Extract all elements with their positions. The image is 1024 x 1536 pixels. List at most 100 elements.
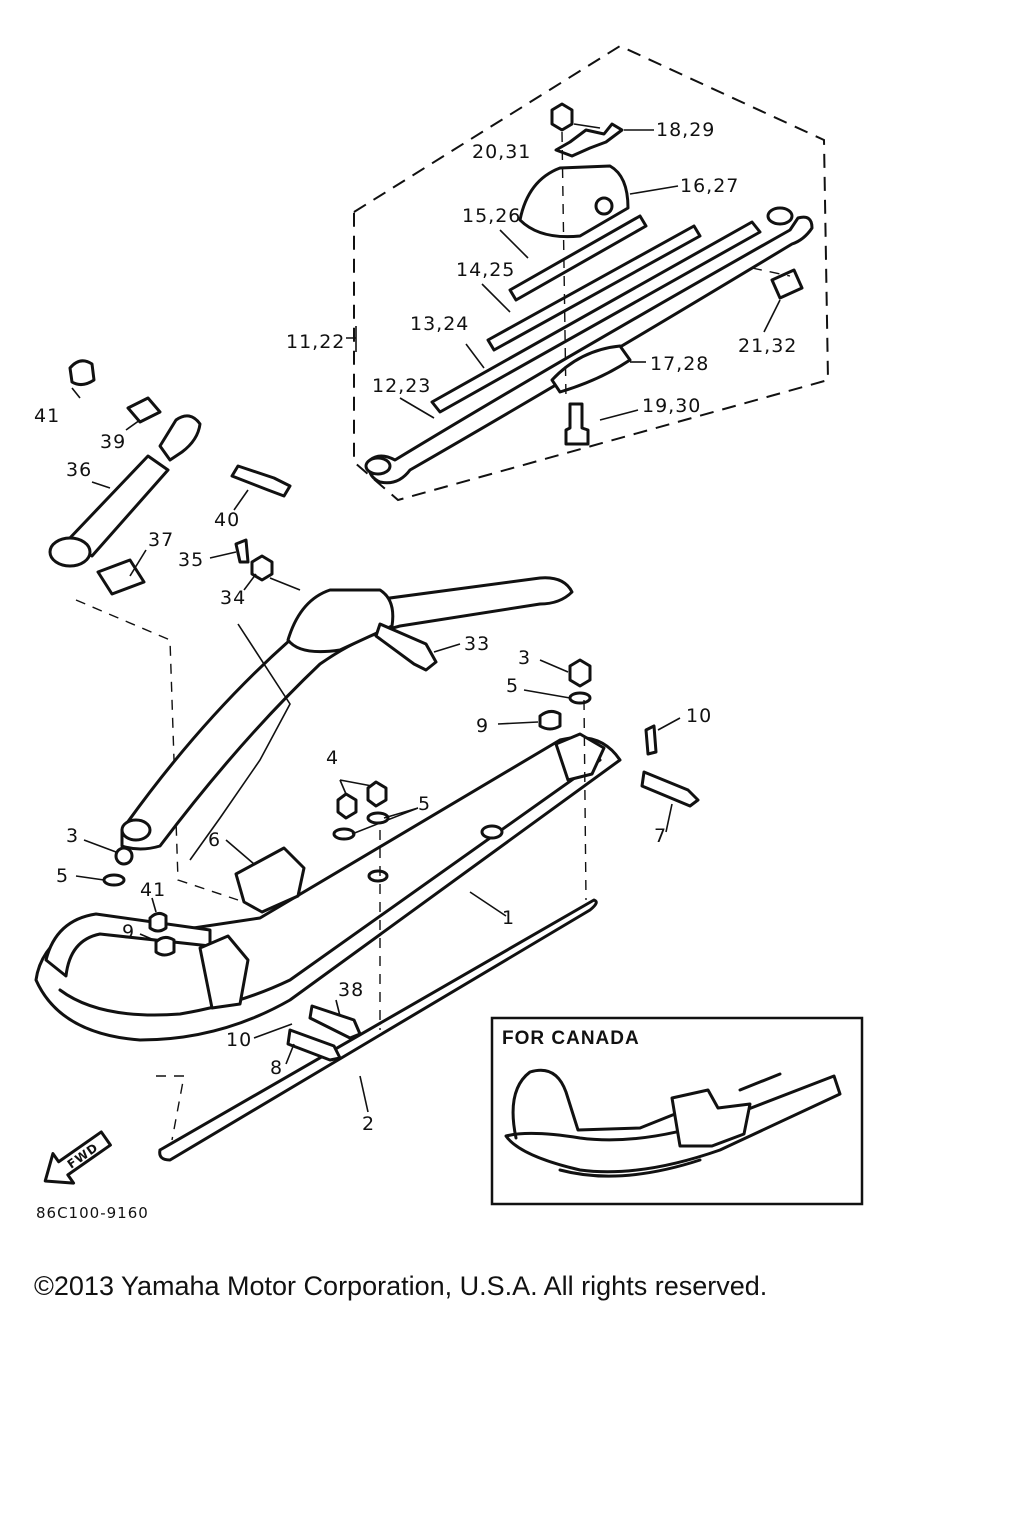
cap-part-41	[68, 359, 96, 387]
bolt-part-40	[230, 464, 292, 498]
copyright-notice: ©2013 Yamaha Motor Corporation, U.S.A. A…	[34, 1271, 768, 1301]
callout-39: 39	[100, 431, 126, 453]
callout-5-mid: 5	[418, 793, 431, 815]
rear-stand-bracket	[554, 732, 606, 782]
ski-edge	[58, 758, 602, 1017]
leaf-part-13-24	[430, 220, 762, 414]
cap-part-9-right	[538, 709, 562, 731]
collar-part-39	[126, 396, 162, 424]
spring-assembly-outline	[353, 44, 830, 502]
main-leaf-eye-rear	[766, 206, 794, 226]
callout-19-30: 19,30	[642, 395, 701, 417]
cap-part-41-left	[148, 911, 168, 933]
leaf-part-15-26	[508, 214, 648, 302]
cap-part-9-left	[154, 935, 176, 957]
main-leaf-part-12-23	[367, 215, 814, 485]
bolt-part-33	[374, 622, 438, 672]
leaf-part-14-25	[486, 224, 702, 352]
spring-front-eye	[120, 818, 152, 842]
bolt-part-38	[308, 1004, 362, 1040]
nut-part-20-31	[550, 102, 574, 132]
callout-10-right: 10	[686, 705, 712, 727]
runner-axis	[156, 1075, 185, 1141]
runner-part-2	[158, 898, 598, 1162]
bushing-part-21-32	[770, 268, 804, 300]
parts-diagram: 20,31 18,29 16,27 15,26 14,25 13,24 11,2…	[34, 44, 864, 1222]
nut-part-34	[250, 554, 274, 582]
mount-axis-b	[583, 699, 587, 901]
inset-ski-edge	[558, 1072, 782, 1178]
nut-part-3-left	[114, 846, 134, 866]
nut-part-4-a	[336, 792, 358, 820]
ski-group	[34, 658, 700, 1162]
pin-part-10-right	[644, 724, 658, 756]
callouts: 20,31 18,29 16,27 15,26 14,25 13,24 11,2…	[34, 119, 796, 1135]
bracket-part-6	[234, 846, 306, 914]
callout-18-29: 18,29	[656, 119, 715, 141]
ski-part-1	[34, 736, 622, 1042]
shock-lower-eye	[48, 536, 92, 568]
callout-3-right: 3	[518, 647, 531, 669]
callout-33: 33	[464, 633, 490, 655]
clamp-part-16-27	[518, 164, 630, 239]
leaf-spring-assembly	[364, 102, 814, 485]
assembly-axis	[561, 131, 567, 401]
callout-38: 38	[338, 979, 364, 1001]
callout-3-left: 3	[66, 825, 79, 847]
assembled-spring-clamp	[286, 588, 395, 654]
clamp-pin	[594, 196, 614, 216]
inset-stand-bracket	[670, 1088, 752, 1148]
callout-12-23: 12,23	[372, 375, 431, 397]
washer-part-5-right	[568, 691, 592, 705]
callout-15-26: 15,26	[462, 205, 521, 227]
canada-inset: FOR CANADA	[490, 1016, 864, 1206]
callout-6: 6	[208, 829, 221, 851]
ski-plug	[480, 824, 504, 840]
callout-10-left: 10	[226, 1029, 252, 1051]
leader-lines	[71, 123, 781, 1113]
callout-16-27: 16,27	[680, 175, 739, 197]
washer-part-5-left	[102, 873, 126, 887]
callout-41-left: 41	[140, 879, 166, 901]
callout-5-left: 5	[56, 865, 69, 887]
inset-ski-loop	[511, 1068, 692, 1140]
callout-9-left: 9	[122, 921, 135, 943]
nut-part-3-right	[568, 658, 592, 688]
saddle-part-17-28	[550, 344, 632, 394]
callout-37: 37	[148, 529, 174, 551]
nut-part-4-b	[366, 780, 388, 808]
bolt-part-19-30	[564, 402, 590, 446]
leaf-pad-line	[189, 623, 291, 861]
ski-mount-hole	[367, 869, 389, 883]
callout-36: 36	[66, 459, 92, 481]
main-leaf-eye	[364, 456, 392, 476]
callout-17-28: 17,28	[650, 353, 709, 375]
ski-loop-handle	[44, 912, 212, 978]
callout-13-24: 13,24	[410, 313, 469, 335]
bolt-part-35	[234, 538, 250, 564]
inset-title: FOR CANADA	[502, 1028, 640, 1049]
front-stand-bracket	[198, 934, 250, 1010]
callout-2: 2	[362, 1113, 375, 1135]
diagram-code: 86C100-9160	[36, 1204, 149, 1222]
callout-40: 40	[214, 509, 240, 531]
bolt-part-8	[286, 1028, 342, 1062]
inset-ski-body	[504, 1074, 842, 1174]
callout-14-25: 14,25	[456, 259, 515, 281]
washer-part-5-a	[332, 827, 356, 841]
callout-1: 1	[502, 907, 515, 929]
callout-11-22: 11,22	[286, 331, 345, 353]
callout-8: 8	[270, 1057, 283, 1079]
callout-4: 4	[326, 747, 339, 769]
shock-rod-eye	[158, 414, 202, 462]
callout-20-31: 20,31	[472, 141, 531, 163]
assembled-spring-group	[120, 576, 574, 861]
callout-9-right: 9	[476, 715, 489, 737]
callout-7: 7	[654, 825, 667, 847]
bushing-axis	[751, 267, 791, 277]
callout-35: 35	[178, 549, 204, 571]
bolt-part-7	[640, 770, 700, 808]
callout-5-right: 5	[506, 675, 519, 697]
callout-34: 34	[220, 587, 246, 609]
plate-part-18-29	[554, 122, 624, 158]
